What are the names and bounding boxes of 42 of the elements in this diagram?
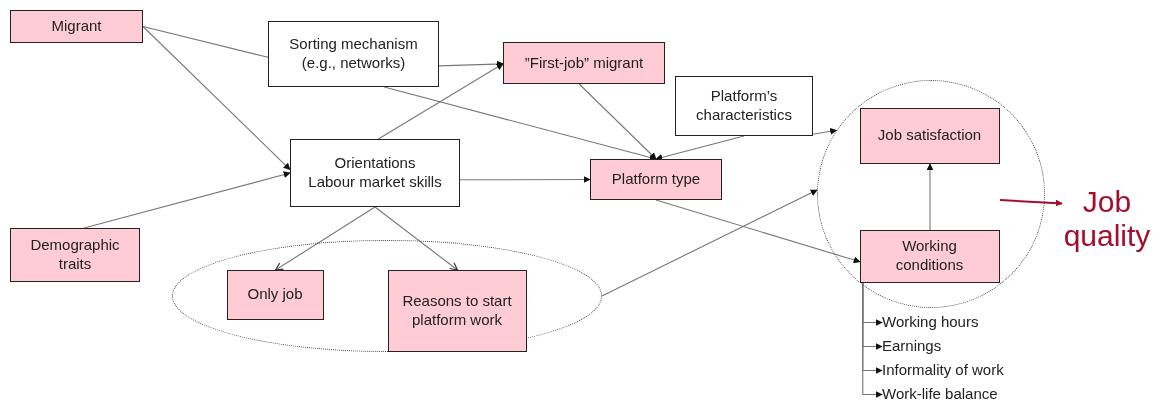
arrow — [926, 163, 934, 231]
box-label: Platform’s characteristics — [695, 87, 793, 125]
arrow — [142, 25, 291, 171]
box-label: ”First-job” migrant — [523, 53, 645, 73]
box-label: Migrant — [50, 17, 103, 36]
outcome-label: Job quality — [1062, 184, 1152, 254]
concept-box — [859, 107, 1000, 164]
mechanism-box — [675, 76, 813, 136]
box-label: Platform type — [610, 170, 702, 189]
arrow — [274, 206, 376, 271]
arrow — [83, 171, 291, 229]
arrow — [377, 63, 504, 140]
arrow — [812, 127, 838, 135]
list-item-text: Work-life balance — [882, 385, 998, 404]
box-label: Orientations — [333, 154, 417, 173]
arrow — [459, 176, 591, 183]
list-item-text: Earnings — [882, 337, 942, 356]
mechanism-box — [268, 21, 439, 87]
box-label: Reasons to start platform work — [401, 291, 513, 330]
list-item-text: Informality of work — [882, 361, 1004, 380]
box-label: Labour market skills — [307, 173, 443, 192]
arrow — [655, 135, 745, 161]
box-label: Only job — [246, 285, 304, 304]
list-item-text: Working hours — [882, 313, 979, 332]
concept-box — [387, 269, 527, 352]
arrow — [655, 199, 861, 264]
box-label: Working conditions — [894, 237, 965, 275]
box-label: Job satisfaction — [876, 126, 983, 145]
concept-box — [859, 229, 1000, 283]
box-label: Sorting mechanism (e.g., networks) — [288, 35, 419, 73]
concept-box — [590, 159, 722, 200]
concept-box — [10, 10, 143, 43]
concept-box — [226, 269, 324, 320]
arrow — [578, 83, 657, 160]
arrow — [374, 206, 459, 271]
arrow — [999, 199, 1063, 207]
mechanism-box — [290, 139, 460, 207]
concept-box — [10, 228, 140, 282]
concept-box — [503, 42, 665, 84]
arrow — [601, 189, 818, 297]
box-label: Demographic traits — [29, 236, 121, 274]
arrow — [438, 60, 504, 68]
